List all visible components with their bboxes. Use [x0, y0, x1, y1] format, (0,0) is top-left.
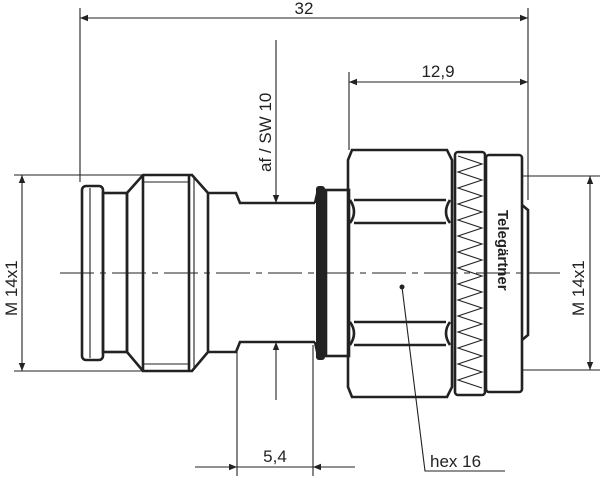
hex-leader-line	[401, 286, 505, 472]
right-thread-label: M 14x1	[569, 260, 588, 316]
left-thread-label: M 14x1	[2, 260, 21, 316]
groove-width-label: 5,4	[263, 447, 287, 466]
overall-length-label: 32	[295, 0, 314, 18]
nut-length-label: 12,9	[421, 62, 454, 81]
brand-logo: Telegärtner	[494, 210, 511, 291]
wrench-flat-label: af / SW 10	[256, 93, 275, 172]
hex-nut	[346, 148, 530, 399]
hex-size-label: hex 16	[430, 452, 481, 471]
